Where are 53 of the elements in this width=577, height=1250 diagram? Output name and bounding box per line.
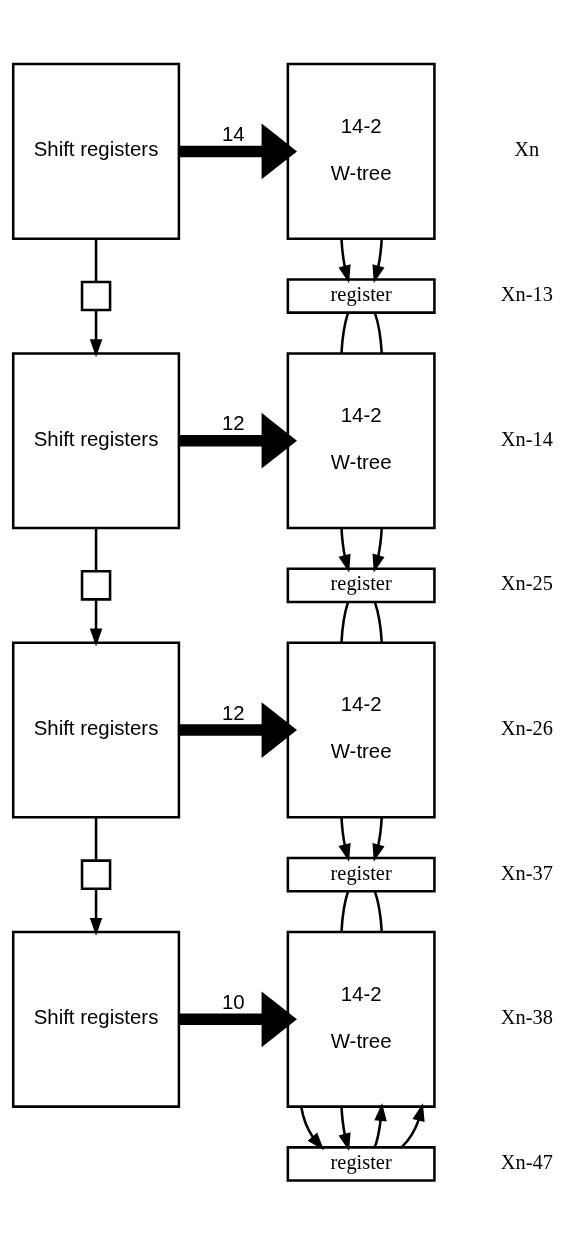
connector bbox=[373, 312, 383, 353]
edge-label: 10 bbox=[222, 990, 245, 1013]
connector bbox=[373, 890, 383, 932]
node-box: register bbox=[286, 856, 436, 892]
node-box: Shift registers bbox=[11, 640, 181, 819]
label: Xn-37 bbox=[500, 861, 553, 883]
edge-label: 12 bbox=[222, 411, 245, 434]
connector bbox=[340, 312, 350, 353]
arrow bbox=[338, 238, 351, 283]
arrow bbox=[338, 527, 351, 572]
node-box: Shift registers bbox=[11, 351, 181, 529]
node-box: 14-2 W-tree bbox=[286, 930, 436, 1108]
node-box: Shift registers bbox=[11, 62, 181, 240]
arrow bbox=[89, 888, 103, 936]
edge-label: 12 bbox=[222, 701, 245, 724]
node-box: Shift registers bbox=[11, 930, 181, 1108]
node-box bbox=[80, 858, 112, 890]
connector bbox=[94, 238, 98, 282]
arrow bbox=[372, 238, 385, 283]
label: Xn-26 bbox=[500, 716, 553, 739]
connector bbox=[373, 601, 383, 643]
label: Xn-38 bbox=[500, 1005, 553, 1028]
connector bbox=[340, 890, 350, 932]
arrow bbox=[372, 527, 385, 572]
label: Xn-25 bbox=[500, 571, 553, 594]
label: Xn-47 bbox=[500, 1150, 553, 1173]
arrow bbox=[179, 412, 297, 469]
arrow bbox=[338, 817, 351, 862]
node-box: 14-2 W-tree bbox=[286, 351, 436, 529]
node-box: register bbox=[286, 567, 436, 603]
connector bbox=[94, 527, 98, 571]
arrow bbox=[372, 817, 385, 862]
edge-label: 14 bbox=[222, 122, 245, 145]
label: Xn-13 bbox=[500, 282, 553, 305]
node-box: 14-2 W-tree bbox=[286, 62, 436, 240]
arrow bbox=[400, 1102, 425, 1148]
arrow bbox=[179, 701, 297, 758]
arrow bbox=[300, 1106, 324, 1150]
label: Xn-14 bbox=[500, 427, 553, 450]
arrow bbox=[179, 990, 297, 1047]
arrow bbox=[89, 309, 103, 357]
node-box: 14-2 W-tree bbox=[286, 640, 436, 819]
node-box bbox=[80, 569, 112, 601]
label: Xn bbox=[514, 137, 540, 160]
node-box: register bbox=[286, 277, 436, 314]
arrow bbox=[373, 1102, 387, 1148]
arrow bbox=[179, 123, 297, 179]
connector bbox=[340, 601, 350, 643]
connector bbox=[94, 817, 98, 860]
arrow bbox=[338, 1106, 351, 1151]
node-box bbox=[80, 280, 112, 311]
arrow bbox=[89, 599, 103, 646]
node-box: register bbox=[286, 1145, 436, 1182]
